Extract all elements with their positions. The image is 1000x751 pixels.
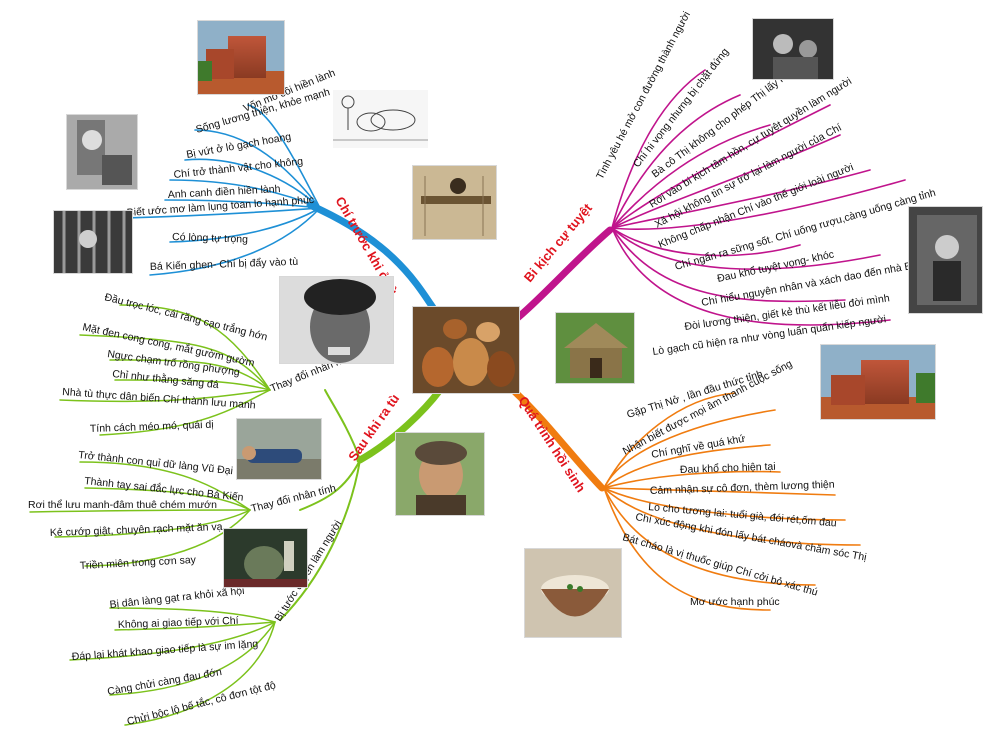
list-item: Bị vứt ở lò gạch hoang [185, 131, 292, 161]
thi-no-photo [395, 432, 485, 516]
buffalo-sketch-photo [333, 90, 428, 148]
list-item: Bị dân làng gạt ra khỏi xã hội [109, 585, 245, 611]
list-item: Đáp lại khát khao giao tiếp là sự im lặn… [71, 638, 258, 663]
hut-photo [555, 312, 635, 384]
list-item: Không ai giao tiếp với Chí [118, 615, 239, 631]
list-item: Mơ ước hạnh phúc [690, 596, 780, 608]
branch-qua-trinh-hoi-sinh [511, 388, 861, 611]
branch-bi-kich-cu-tuyet [511, 69, 906, 326]
list-item: Có lòng tự trọng [172, 231, 248, 246]
chi-truoc-khi-o-tu-items: Vốn mồ côi hiền lành Sống lương thiện, k… [126, 67, 337, 273]
drunk-painting-photo [223, 528, 308, 588]
sau-khi-ra-tu-items: Đầu trọc lóc, cái răng cạo trắng hớn Mặt… [28, 290, 277, 728]
weaving-photo [412, 165, 497, 240]
branch-title-qua-trinh-hoi-sinh: Quá trình hồi sinh [515, 393, 588, 494]
branch-sau-khi-ra-tu [29, 304, 444, 726]
pottery-center-photo [412, 306, 520, 394]
chi-pheo-photo-1 [66, 114, 138, 190]
list-item: Kẻ cướp giật, chuyên rạch mặt ăn vạ [50, 521, 223, 539]
list-item: Trở thành con quỉ dữ làng Vũ Đại [78, 449, 234, 477]
list-item: Rơi thể lưu manh-đâm thuê chém mướn [28, 499, 217, 511]
list-item: Càng chửi càng đau đớn [106, 666, 223, 698]
list-item: Tính cách méo mó, quái dị [90, 419, 214, 435]
list-item: Nhà tù thực dân biến Chí thành lưu manh [62, 386, 256, 412]
brick-kiln-photo [197, 20, 285, 95]
prison-photo [53, 210, 133, 274]
film-still-photo-1 [752, 18, 834, 80]
chi-pheo-face-photo [279, 276, 394, 364]
list-item: Bá Kiến ghen- Chí bị đẩy vào tù [150, 256, 299, 273]
film-still-photo-2 [908, 206, 983, 314]
porridge-bowl-photo [524, 548, 622, 638]
list-item: Anh canh điền hiền lành [168, 183, 281, 201]
man-lying-photo [236, 418, 322, 480]
branch-title-bi-kich-cu-tuyet: Bi kịch cự tuyệt [521, 200, 596, 285]
brick-kiln-photo-2 [820, 344, 936, 420]
list-item: Triền miên trong cơn say [80, 554, 197, 572]
list-item: Đau khổ cho hiện tại [680, 461, 776, 476]
